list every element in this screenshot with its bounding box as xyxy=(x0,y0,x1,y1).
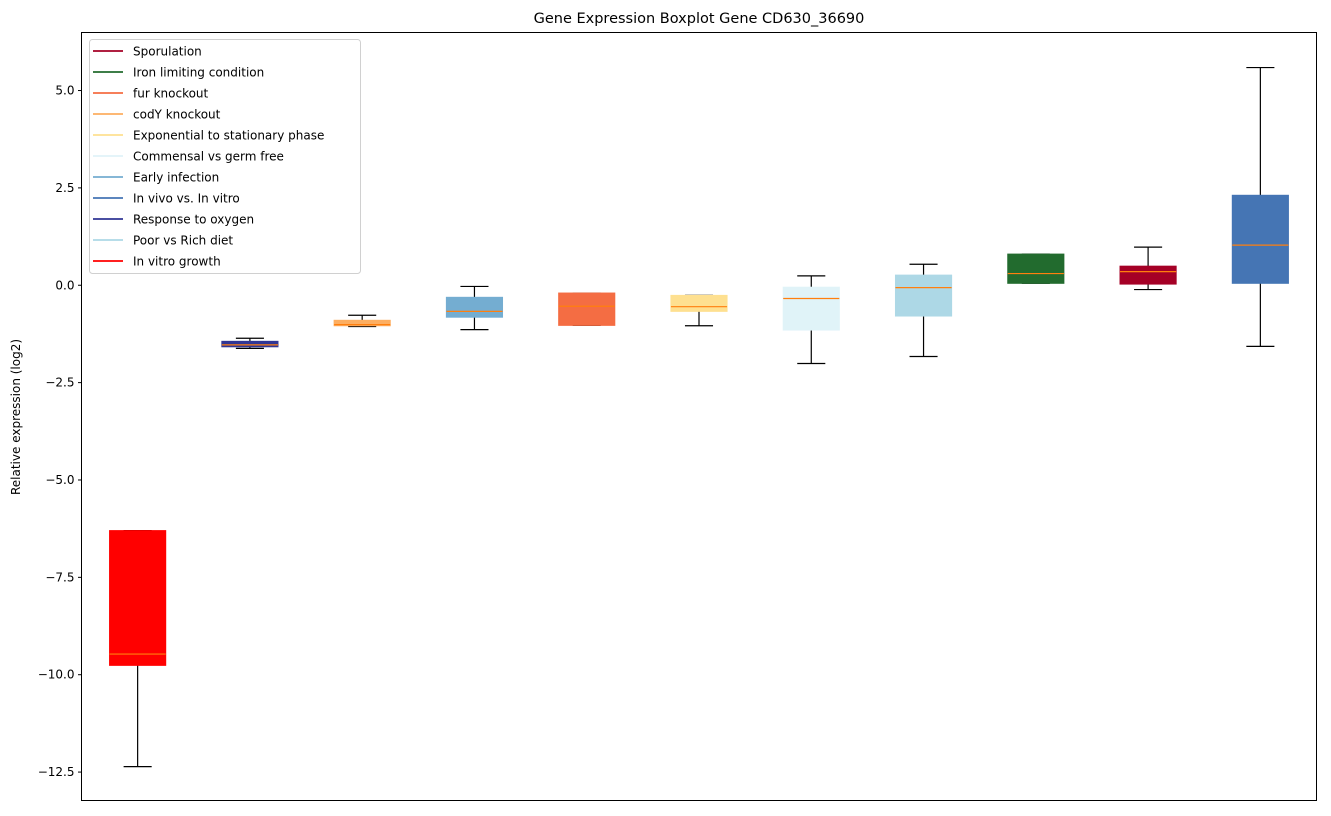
box-iqr xyxy=(221,340,279,348)
legend-label: Sporulation xyxy=(133,45,202,59)
legend-item: Iron limiting condition xyxy=(93,66,264,80)
box-iqr xyxy=(1119,265,1177,285)
y-tick-label: 5.0 xyxy=(55,84,74,98)
y-tick-label: −5.0 xyxy=(45,473,74,487)
legend-item: codY knockout xyxy=(93,108,221,122)
box-exponential-to-stationary-phase xyxy=(670,294,728,327)
box-iqr xyxy=(1231,194,1289,284)
box-poor-vs-rich-diet xyxy=(894,263,953,358)
legend-item: Early infection xyxy=(93,171,219,185)
y-axis-label: Relative expression (log2) xyxy=(9,339,23,495)
legend-label: In vivo vs. In vitro xyxy=(133,192,240,206)
box-iqr xyxy=(445,296,504,318)
box-iqr xyxy=(109,530,167,666)
y-tick-label: 2.5 xyxy=(55,181,74,195)
legend-item: fur knockout xyxy=(93,87,209,101)
box-iqr xyxy=(894,274,953,317)
legend-label: Iron limiting condition xyxy=(133,66,264,80)
legend-label: Response to oxygen xyxy=(133,213,254,227)
legend-label: Commensal vs germ free xyxy=(133,150,284,164)
y-tick-label: −7.5 xyxy=(45,570,74,584)
box-fur-knockout xyxy=(558,292,616,326)
legend-label: Exponential to stationary phase xyxy=(133,129,324,143)
legend-label: codY knockout xyxy=(133,108,221,122)
box-in-vivo-vs-in-vitro xyxy=(1231,66,1289,347)
y-tick-label: −12.5 xyxy=(38,765,75,779)
box-iqr xyxy=(670,294,728,312)
plot-frame xyxy=(81,32,1317,801)
box-sporulation xyxy=(1119,246,1177,291)
box-iqr xyxy=(558,292,616,326)
box-early-infection xyxy=(445,285,504,331)
legend-item: Exponential to stationary phase xyxy=(93,129,324,143)
legend-label: Early infection xyxy=(133,171,219,185)
chart-title: Gene Expression Boxplot Gene CD630_36690 xyxy=(534,11,865,27)
legend-item: Sporulation xyxy=(93,45,202,59)
box-iqr xyxy=(333,319,391,327)
legend-label: Poor vs Rich diet xyxy=(133,234,233,248)
box-iqr xyxy=(782,286,840,331)
box-response-to-oxygen xyxy=(221,337,279,349)
box-cody-knockout xyxy=(333,314,391,328)
legend-label: fur knockout xyxy=(133,87,209,101)
y-tick-label: −2.5 xyxy=(45,376,74,390)
legend-item: In vivo vs. In vitro xyxy=(93,192,240,206)
y-tick-label: 0.0 xyxy=(55,278,74,292)
legend-label: In vitro growth xyxy=(133,255,221,269)
box-in-vitro-growth xyxy=(109,530,167,768)
box-iqr xyxy=(1007,253,1065,284)
y-axis: 5.0 2.5 0.0 −2.5 −5.0 −7.5 −10.0 −12.5 xyxy=(38,84,82,779)
boxes-layer xyxy=(109,66,1289,768)
legend-frame xyxy=(89,39,361,274)
box-iron-limiting-condition xyxy=(1007,253,1065,284)
legend-item: Poor vs Rich diet xyxy=(93,234,233,248)
box-commensal-vs-germ-free xyxy=(782,275,840,365)
legend-item: Response to oxygen xyxy=(93,213,254,227)
legend-item: In vitro growth xyxy=(93,255,221,269)
y-tick-label: −10.0 xyxy=(38,668,75,682)
legend-item: Commensal vs germ free xyxy=(93,150,284,164)
